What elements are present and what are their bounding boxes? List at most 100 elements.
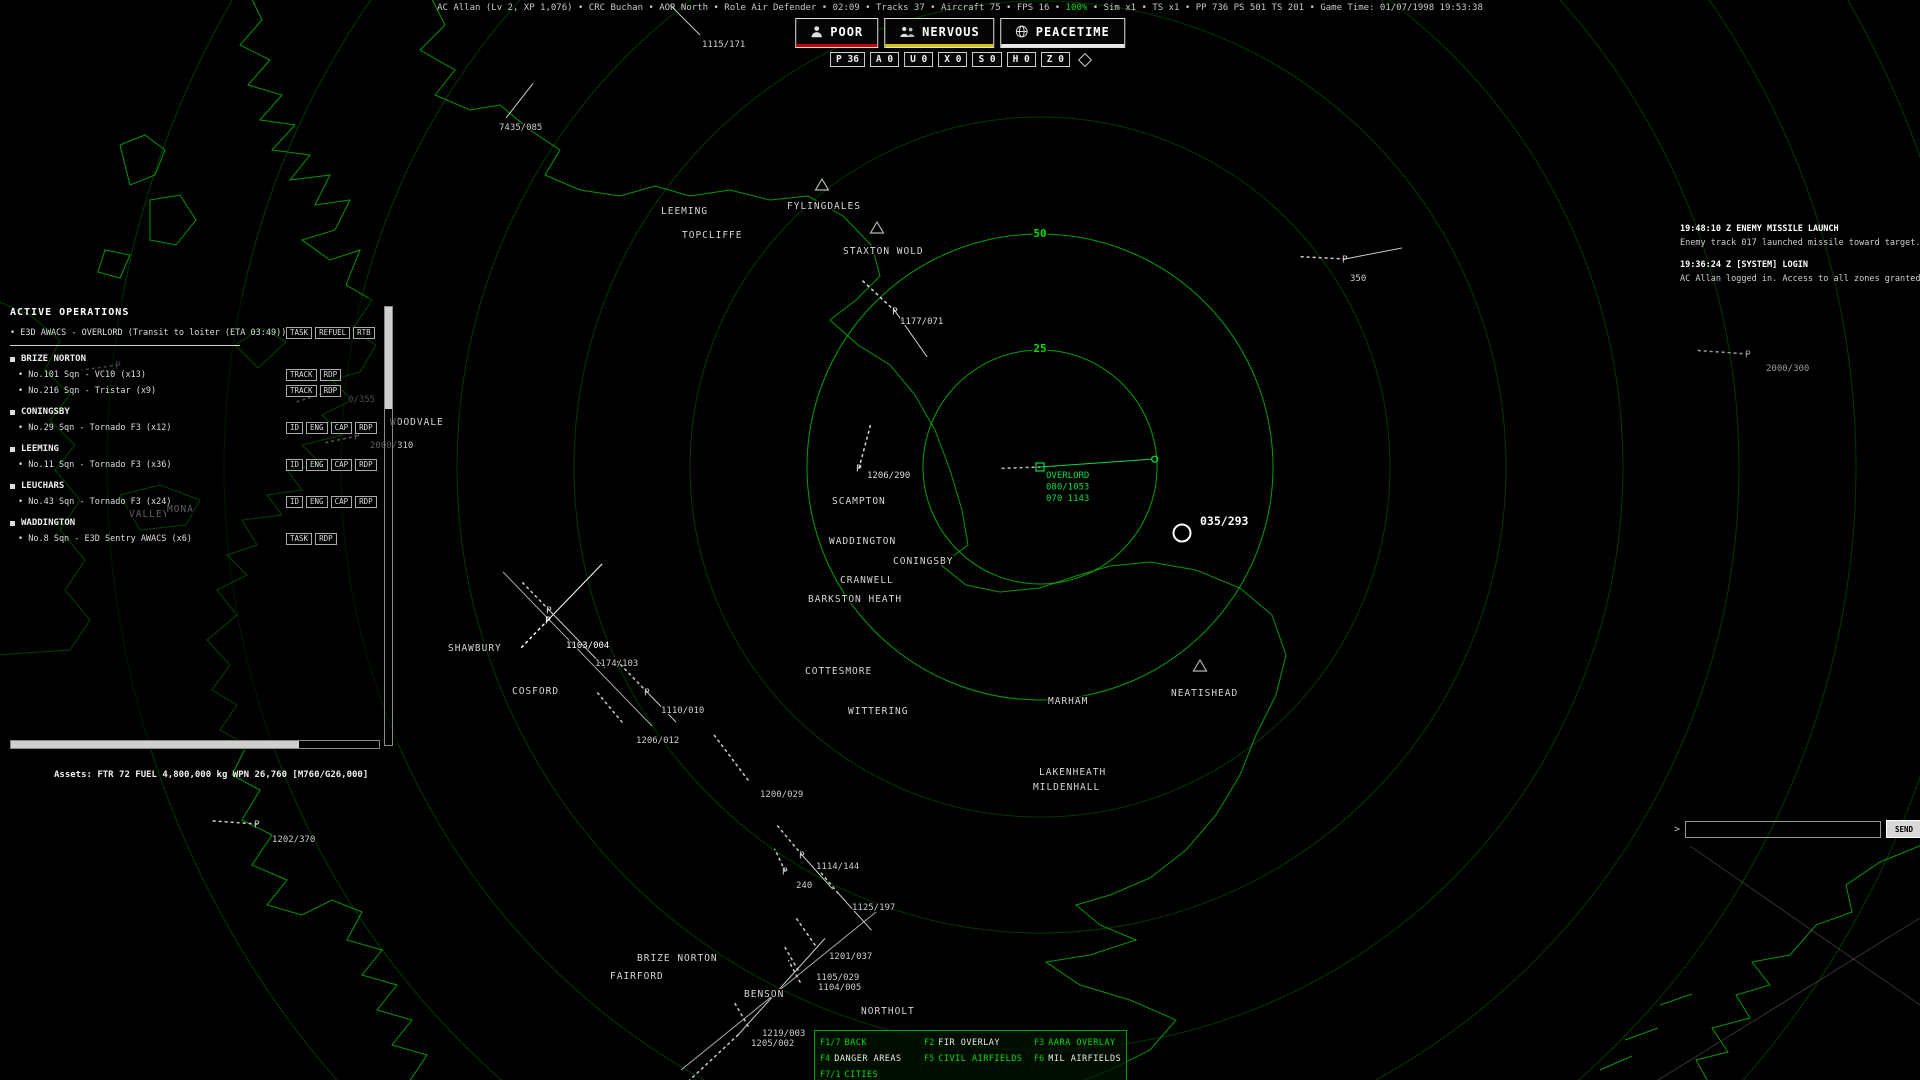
eng-button[interactable]: ENG — [306, 459, 328, 471]
task-button[interactable]: TASK — [286, 327, 313, 339]
track-history-trail — [775, 823, 803, 856]
cap-button[interactable]: CAP — [330, 496, 353, 508]
base-name: WADDINGTON — [21, 518, 76, 528]
ops-vertical-scrollbar[interactable] — [384, 306, 393, 746]
rdp-button[interactable]: RDP — [355, 422, 377, 434]
track-history-trail — [794, 915, 816, 946]
status-poor[interactable]: POOR — [795, 18, 879, 48]
scrollbar-thumb[interactable] — [11, 741, 299, 748]
menu-label: CIVIL AIRFIELDS — [938, 1054, 1023, 1064]
menu-label: FIR OVERLAY — [938, 1038, 1001, 1048]
rdp-button[interactable]: RDP — [319, 385, 342, 397]
track-1200-029[interactable]: 1200/029 — [713, 734, 804, 801]
track-1104-005[interactable]: 1104/005 — [787, 960, 862, 994]
operations-list: • E3D AWACS - OVERLORD (Transit to loite… — [10, 325, 398, 341]
log-title: 19:48:10 Z ENEMY MISSILE LAUNCH — [1680, 224, 1839, 234]
scrollbar-thumb[interactable] — [385, 307, 392, 409]
track-counters-row: P 36 A 0 U 0 X 0 S 0 H 0 Z 0 — [830, 52, 1093, 67]
counter-x[interactable]: X 0 — [938, 52, 968, 67]
status-underline — [796, 44, 878, 47]
track-1206-012[interactable]: 1206/012 — [596, 692, 680, 747]
track-7435-085[interactable]: 7435/085 — [498, 83, 543, 134]
track-symbol-p: P — [856, 464, 862, 475]
id-button[interactable]: ID — [286, 496, 304, 508]
rdp-button[interactable]: RDP — [319, 369, 342, 381]
track-035-293[interactable]: 035/293 — [1172, 513, 1250, 543]
track-label: 240 — [796, 881, 812, 891]
refuel-button[interactable]: REFUEL — [315, 327, 351, 339]
menu-key: F6 — [1034, 1054, 1045, 1064]
send-button[interactable]: SEND — [1886, 820, 1920, 838]
id-button[interactable]: ID — [286, 459, 304, 471]
counter-a[interactable]: A 0 — [869, 52, 900, 67]
menu-key: F4 — [820, 1054, 831, 1064]
id-button[interactable]: ID — [286, 422, 304, 434]
rdp-button[interactable]: RDP — [355, 496, 377, 508]
track-label: 1206/290 — [867, 471, 910, 481]
map-label-lakenheath: LAKENHEATH — [1039, 767, 1106, 778]
chat-input[interactable] — [1685, 820, 1882, 838]
track-1125-197[interactable]: 1125/197 — [817, 869, 896, 931]
track-symbol-p: P — [644, 688, 650, 699]
track-1206-290[interactable]: P 1206/290 — [856, 422, 911, 482]
task-button[interactable]: TASK — [286, 533, 313, 545]
person-icon — [810, 25, 823, 38]
eng-button[interactable]: ENG — [306, 496, 328, 508]
ops-panel-title: ACTIVE OPERATIONS — [10, 307, 130, 318]
counter-z[interactable]: Z 0 — [1040, 52, 1070, 67]
track-vector-line — [669, 4, 701, 36]
eng-button[interactable]: ENG — [306, 422, 328, 434]
track-button[interactable]: TRACK — [286, 369, 317, 381]
track-1219-003[interactable]: 1219/003 — [734, 1002, 806, 1040]
track-1201-037[interactable]: 1201/037 — [794, 915, 873, 963]
track-label: 1201/037 — [829, 952, 872, 962]
rdp-button[interactable]: RDP — [315, 533, 337, 545]
map-label-scampton: SCAMPTON — [832, 496, 886, 507]
status-nervous[interactable]: NERVOUS — [884, 18, 995, 48]
counter-u[interactable]: U 0 — [904, 52, 934, 67]
ops-horizontal-scrollbar[interactable] — [10, 740, 380, 749]
track-1115-171[interactable]: 1115/171 — [669, 4, 746, 51]
map-label-brize-norton: BRIZE NORTON — [637, 953, 718, 964]
counter-h[interactable]: H 0 — [1006, 52, 1036, 67]
status-peacetime[interactable]: PEACETIME — [1000, 18, 1125, 48]
counter-s[interactable]: S 0 — [972, 52, 1002, 67]
radar-site-icon — [869, 220, 885, 234]
cap-button[interactable]: CAP — [330, 459, 353, 471]
cap-button[interactable]: CAP — [330, 422, 353, 434]
counter-p[interactable]: P 36 — [830, 52, 865, 67]
track-label: 1174/103 — [595, 659, 638, 669]
track-1205-002[interactable]: 1205/002 — [676, 938, 826, 1080]
track-button[interactable]: TRACK — [286, 385, 317, 397]
active-operations-panel: ACTIVE OPERATIONS • E3D AWACS - OVERLORD… — [0, 298, 398, 750]
rtb-button[interactable]: RTB — [353, 327, 375, 339]
rdp-button[interactable]: RDP — [355, 459, 377, 471]
track-1105-029[interactable]: 1105/029 — [783, 944, 860, 984]
